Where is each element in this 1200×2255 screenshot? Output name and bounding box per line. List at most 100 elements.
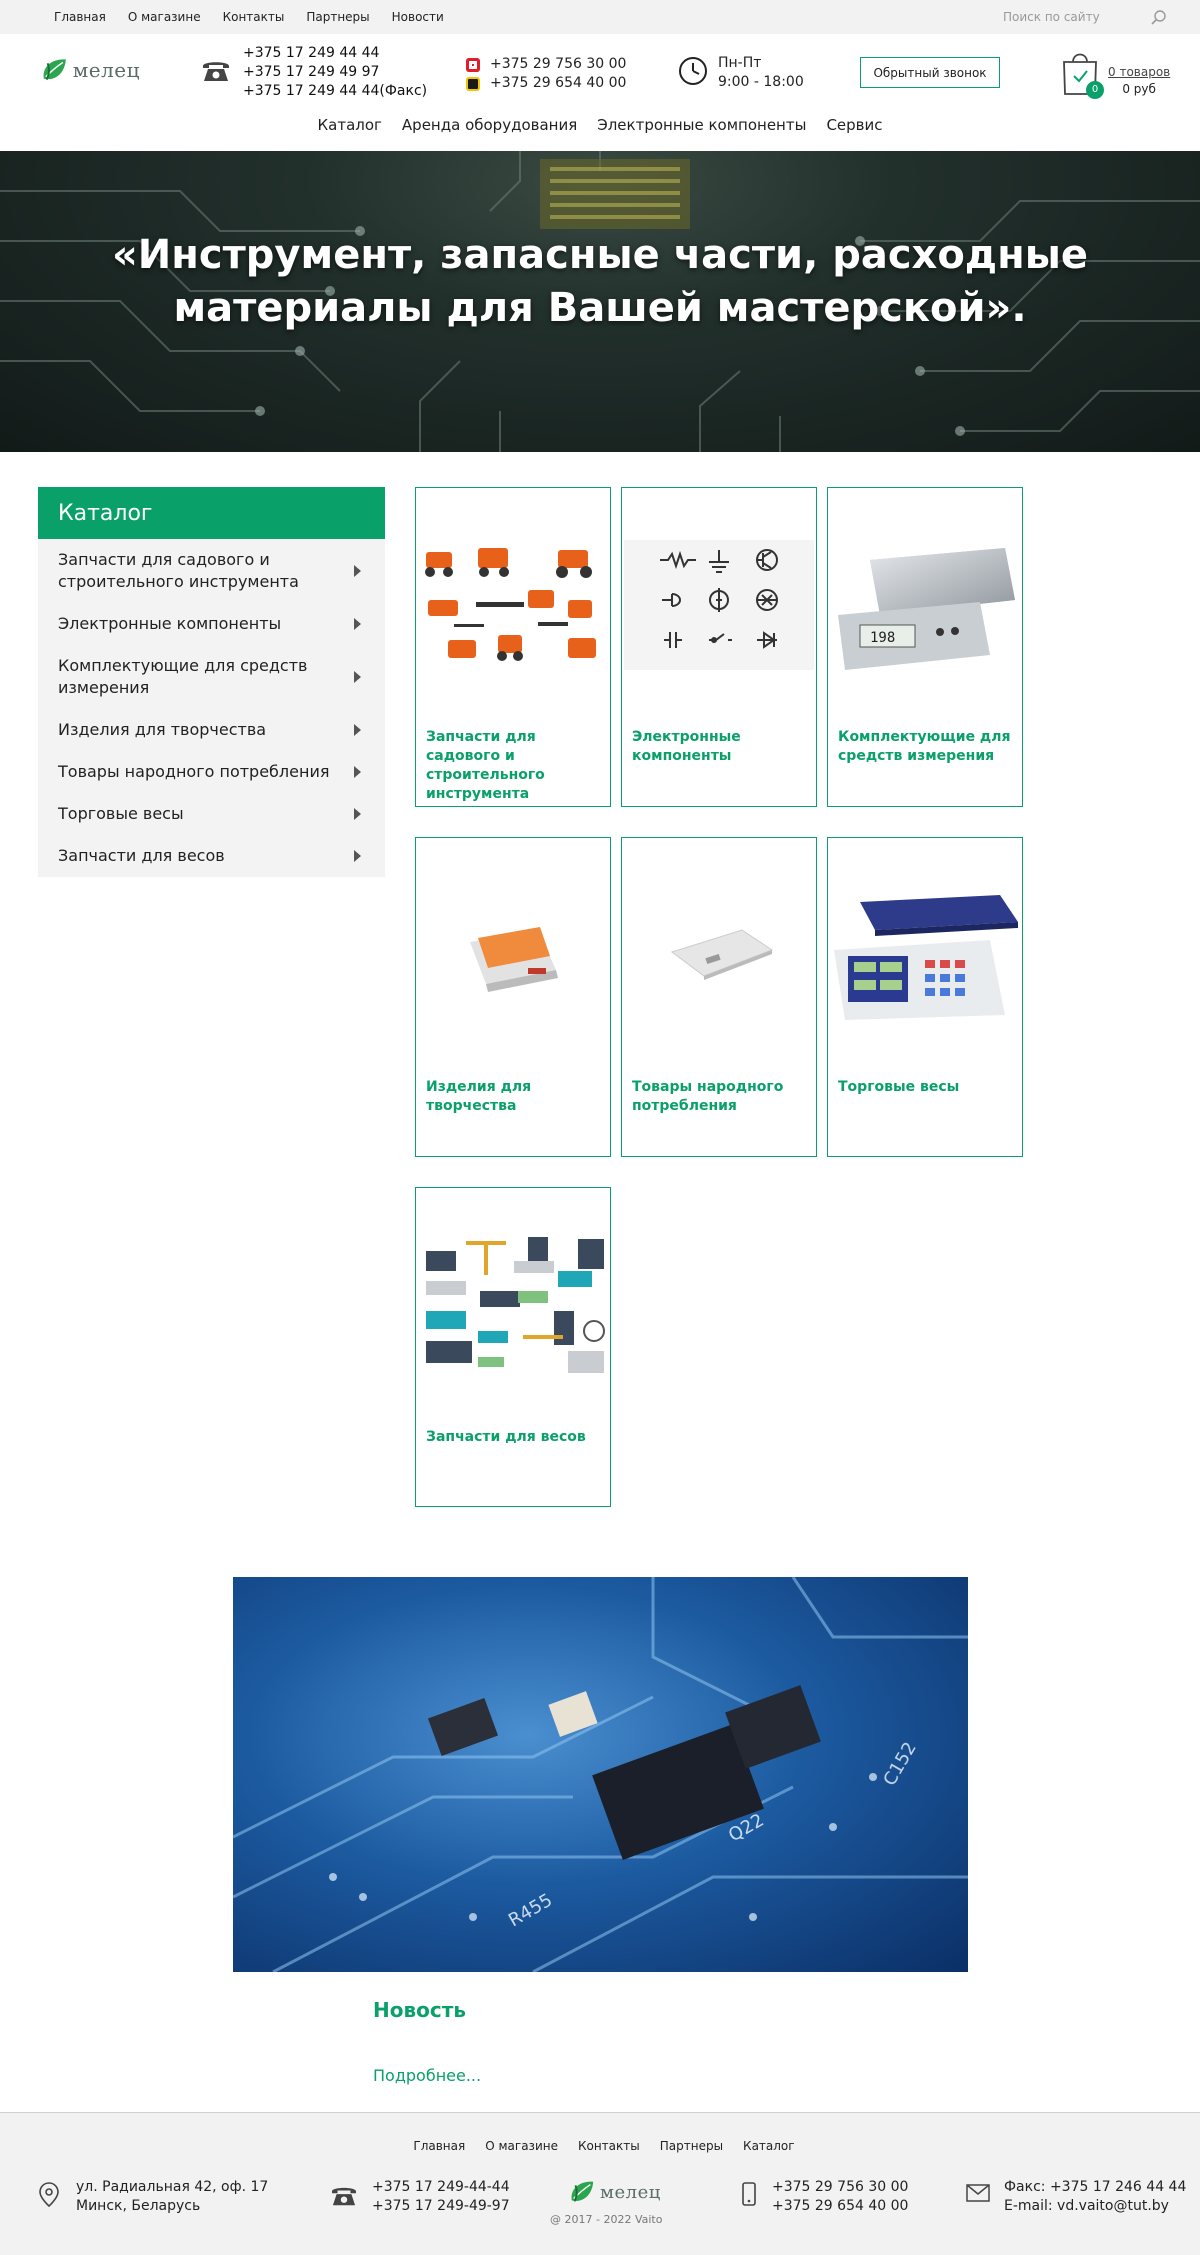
top-nav-about[interactable]: О магазине: [127, 10, 201, 24]
footer-phone-2[interactable]: +375 17 249-49-97: [372, 2198, 510, 2214]
footer-nav: Главная О магазине Контакты Партнеры Кат…: [0, 2139, 1200, 2153]
top-nav-home[interactable]: Главная: [54, 10, 106, 24]
mobile-1[interactable]: +375 29 756 30 00: [490, 56, 627, 72]
hours-time: 9:00 - 18:00: [718, 74, 804, 90]
electronic-symbols-image: [624, 540, 814, 670]
cart-items-link[interactable]: 0 товаров: [1108, 65, 1171, 79]
category-card-electronics[interactable]: Электронные компоненты: [621, 487, 817, 807]
chevron-right-icon: [354, 671, 361, 683]
sidebar-item-label: Торговые весы: [58, 804, 184, 823]
footer-mobile-2[interactable]: +375 29 654 40 00: [772, 2198, 909, 2214]
sidebar-item-scale-parts[interactable]: Запчасти для весов: [38, 835, 385, 877]
footer: Главная О магазине Контакты Партнеры Кат…: [0, 2112, 1200, 2255]
sidebar-item-measuring[interactable]: Комплектующие для средств измерения: [38, 645, 385, 709]
footer-nav-partners[interactable]: Партнеры: [659, 2139, 724, 2153]
card-title: Запчасти для садового и строительного ин…: [426, 729, 545, 802]
footer-email[interactable]: E-mail: vd.vaito@tut.by: [1004, 2198, 1169, 2214]
main-nav: Каталог Аренда оборудования Электронные …: [0, 116, 1200, 134]
hero-banner: «Инструмент, запасные части, расходные м…: [0, 151, 1200, 452]
news-title[interactable]: Новость: [373, 1998, 466, 2022]
top-nav: Главная О магазине Контакты Партнеры Нов…: [54, 10, 444, 24]
category-card-scale-parts[interactable]: Запчасти для весов: [415, 1187, 611, 1507]
main-nav-catalog[interactable]: Каталог: [317, 116, 382, 134]
footer-nav-catalog[interactable]: Каталог: [743, 2139, 795, 2153]
top-bar: Главная О магазине Контакты Партнеры Нов…: [0, 0, 1200, 34]
category-card-garden-parts[interactable]: Запчасти для садового и строительного ин…: [415, 487, 611, 807]
phone-2[interactable]: +375 17 249 49 97: [243, 64, 380, 80]
svg-text:198: 198: [870, 630, 895, 646]
mts-operator-icon: [466, 57, 480, 72]
phones-block: +375 17 249 44 44 +375 17 249 49 97 +375…: [201, 44, 427, 101]
card-title: Запчасти для весов: [426, 1429, 586, 1445]
news-more-link[interactable]: Подробнее...: [373, 2066, 482, 2085]
footer-logo[interactable]: мелец: [568, 2175, 668, 2209]
cart-button[interactable]: 0: [1060, 48, 1104, 99]
footer-phone-1[interactable]: +375 17 249-44-44: [372, 2179, 510, 2195]
chevron-right-icon: [354, 850, 361, 862]
chevron-right-icon: [354, 808, 361, 820]
mobile-2[interactable]: +375 29 654 40 00: [490, 75, 627, 91]
map-pin-icon: [39, 2182, 59, 2208]
chevron-right-icon: [354, 766, 361, 778]
catalog-sidebar: Каталог Запчасти для садового и строител…: [38, 487, 385, 877]
search-input[interactable]: [1003, 4, 1143, 30]
logo-leaf-icon: [571, 2181, 594, 2202]
sidebar-item-trade-scales[interactable]: Торговые весы: [38, 793, 385, 835]
sidebar-title: Каталог: [38, 487, 385, 539]
sidebar-item-crafts[interactable]: Изделия для творчества: [38, 709, 385, 751]
mobile-phone-icon: [742, 2182, 756, 2206]
sidebar-item-label: Запчасти для весов: [58, 846, 225, 865]
main-nav-service[interactable]: Сервис: [826, 116, 883, 134]
footer-nav-contacts[interactable]: Контакты: [577, 2139, 640, 2153]
footer-nav-about[interactable]: О магазине: [485, 2139, 558, 2153]
cart-count-badge: 0: [1086, 81, 1104, 99]
phone-fax[interactable]: +375 17 249 44 44(Факс): [243, 83, 428, 99]
card-title: Комплектующие для средств измерения: [838, 729, 1011, 764]
top-nav-news[interactable]: Новости: [391, 10, 444, 24]
category-card-trade-scales[interactable]: Торговые весы: [827, 837, 1023, 1157]
news-image[interactable]: R455 Q22 C152: [233, 1577, 968, 1972]
sidebar-item-label: Комплектующие для средств измерения: [58, 656, 308, 697]
sidebar-item-label: Электронные компоненты: [58, 614, 282, 633]
footer-logo-text: мелец: [600, 2181, 661, 2203]
sidebar-item-garden-parts[interactable]: Запчасти для садового и строительного ин…: [38, 539, 385, 603]
footer-fax: Факс: +375 17 246 44 44: [1004, 2179, 1187, 2195]
main-nav-electronics[interactable]: Электронные компоненты: [597, 116, 807, 134]
footer-phones: +375 17 249-44-44 +375 17 249-49-97: [330, 2178, 510, 2216]
sidebar-item-consumer-goods[interactable]: Товары народного потребления: [38, 751, 385, 793]
mobiles-block: +375 29 756 30 00 +375 29 654 40 00: [466, 55, 626, 93]
sidebar-item-electronics[interactable]: Электронные компоненты: [38, 603, 385, 645]
cart-summary: 0 товаров 0 руб: [1108, 64, 1170, 98]
chevron-right-icon: [354, 618, 361, 630]
scale-parts-image: [426, 1237, 605, 1373]
sidebar-item-label: Изделия для творчества: [58, 720, 267, 739]
kitchen-scale-image: [670, 929, 774, 980]
search-box: [1003, 4, 1168, 30]
garden-tools-image: [425, 548, 596, 661]
circuit-board-background: [0, 151, 1200, 452]
telephone-icon: [203, 62, 229, 81]
logo[interactable]: мелец: [40, 52, 140, 88]
craft-product-image: [470, 927, 558, 992]
svg-text:R455: R455: [505, 1890, 556, 1932]
logo-leaf-icon: [43, 59, 66, 80]
hero-title: «Инструмент, запасные части, расходные м…: [111, 232, 1089, 331]
card-title: Товары народного потребления: [632, 1079, 784, 1114]
category-card-crafts[interactable]: Изделия для творчества: [415, 837, 611, 1157]
cart-sum: 0 руб: [1122, 82, 1156, 96]
footer-nav-home[interactable]: Главная: [413, 2139, 466, 2153]
footer-mobiles: +375 29 756 30 00 +375 29 654 40 00: [742, 2178, 908, 2216]
top-nav-partners[interactable]: Партнеры: [306, 10, 370, 24]
callback-button[interactable]: Обрытный звонок: [860, 57, 1000, 88]
trade-scale-image: [834, 895, 1018, 1020]
main-nav-rent[interactable]: Аренда оборудования: [401, 116, 578, 134]
category-card-consumer-goods[interactable]: Товары народного потребления: [621, 837, 817, 1157]
footer-mobile-1[interactable]: +375 29 756 30 00: [772, 2179, 909, 2195]
category-card-measuring[interactable]: 198 Комплектующие для средств измерения: [827, 487, 1023, 807]
top-nav-contacts[interactable]: Контакты: [222, 10, 285, 24]
svg-text:C152: C152: [879, 1738, 921, 1789]
hours-days: Пн-Пт: [718, 55, 762, 71]
search-icon[interactable]: [1150, 9, 1168, 27]
card-title: Электронные компоненты: [632, 729, 741, 764]
phone-1[interactable]: +375 17 249 44 44: [243, 45, 380, 61]
